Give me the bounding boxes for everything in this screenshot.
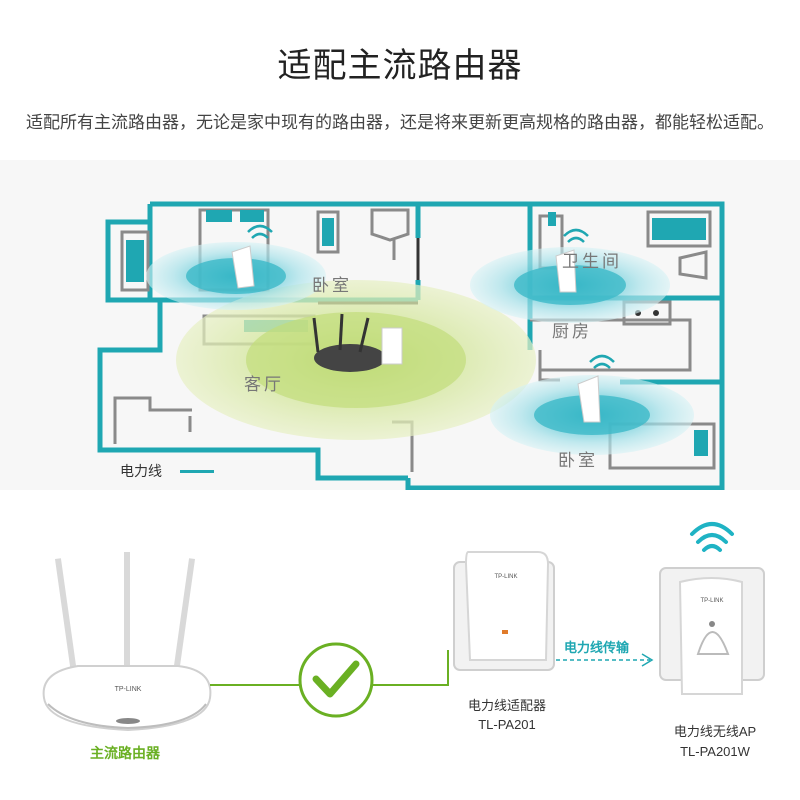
router-living <box>312 313 370 353</box>
floor-plan: 卧室 卫生间 厨房 客厅 卧室 电力线 <box>0 160 800 490</box>
adapter-brand: TP-LINK <box>494 574 517 580</box>
room-label-bathroom: 卫生间 <box>562 252 622 271</box>
adapter-illustration: TP-LINK <box>453 551 555 671</box>
ap-bathroom <box>555 249 577 293</box>
ap-illustration: TP-LINK <box>659 567 765 695</box>
router-caption: 主流路由器 <box>90 745 160 761</box>
header: 适配主流路由器 适配所有主流路由器，无论是家中现有的路由器，还是将来更新更高规格… <box>0 0 800 150</box>
compatible-check-icon <box>298 642 374 718</box>
adapter-name: 电力线适配器 <box>467 698 546 713</box>
wifi-signal-icons <box>247 224 615 369</box>
router-brand: TP-LINK <box>115 686 142 693</box>
legend-label: 电力线 <box>120 463 162 479</box>
page-subtitle: 适配所有主流路由器，无论是家中现有的路由器，还是将来更新更高规格的路由器，都能轻… <box>26 113 774 132</box>
ap-bedroom-1 <box>231 245 255 289</box>
transmission-label: 电力线传输 <box>564 640 630 655</box>
adapter-living <box>381 327 403 365</box>
room-label-living: 客厅 <box>244 375 284 394</box>
router-illustration: TP-LINK <box>42 552 212 732</box>
page-title: 适配主流路由器 <box>277 47 523 85</box>
legend-powerline-swatch <box>180 470 214 473</box>
ap-wifi-icon <box>690 522 734 552</box>
adapter-model: TL-PA201 <box>478 717 536 732</box>
coverage-living <box>176 280 536 440</box>
ap-brand: TP-LINK <box>700 598 723 604</box>
device-diagram-drawing: TP-LINK TP-LINK TP-LINK <box>42 522 765 732</box>
device-diagram: TP-LINK TP-LINK TP-LINK <box>0 490 800 800</box>
floor-plan-drawing <box>97 201 725 490</box>
router-adapter-cable <box>210 650 449 686</box>
room-label-bedroom-1: 卧室 <box>312 276 352 295</box>
transmission-arrow <box>556 653 654 667</box>
ap-name: 电力线无线AP <box>673 724 757 739</box>
room-label-bedroom-2: 卧室 <box>558 451 598 470</box>
room-label-kitchen: 厨房 <box>552 322 592 341</box>
ap-bedroom-2 <box>577 375 601 423</box>
ap-model: TL-PA201W <box>680 744 750 759</box>
